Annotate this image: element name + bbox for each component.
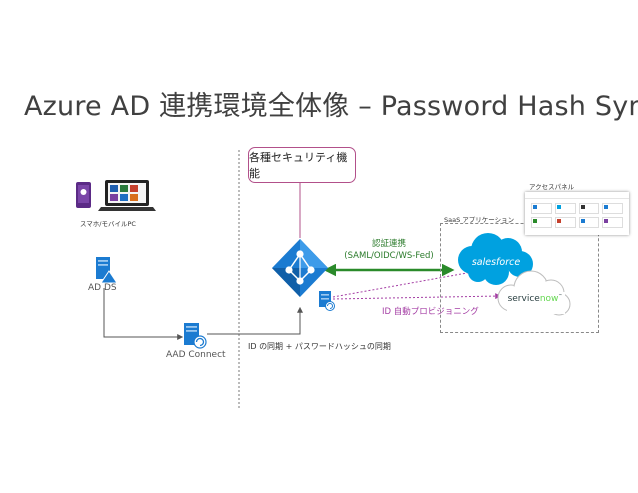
provisioning-server-icon xyxy=(319,291,335,311)
adds-to-connect-line xyxy=(103,288,184,340)
aad-connect-label: AAD Connect xyxy=(166,350,226,360)
ad-ds-server-icon xyxy=(96,257,118,284)
aad-connect-server-icon xyxy=(184,323,207,349)
auth-label-line2: (SAML/OIDC/WS-Fed) xyxy=(344,251,434,261)
azure-ad-icon xyxy=(272,239,328,297)
salesforce-text: salesforce xyxy=(472,257,520,268)
saas-container xyxy=(440,223,599,333)
portal-app-grid xyxy=(525,199,629,232)
devices-label: スマホ/モバイルPC xyxy=(80,220,136,228)
saas-label: SaaS アプリケーション xyxy=(444,216,515,224)
security-features-box: 各種セキュリティ機能 xyxy=(248,147,356,183)
portal-tile xyxy=(578,217,600,228)
provisioning-arrow-salesforce xyxy=(332,268,480,298)
portal-tile xyxy=(554,203,576,214)
portal-label: アクセスパネル xyxy=(529,183,575,191)
access-panel-screenshot xyxy=(525,192,629,235)
connect-to-azuread-line xyxy=(207,306,303,335)
portal-tile xyxy=(531,217,552,228)
auth-label-line1: 認証連携 xyxy=(371,239,406,249)
provisioning-label: ID 自動プロビジョニング xyxy=(382,307,479,317)
servicenow-text: servicenow™ xyxy=(508,293,563,304)
mobile-phone-icon xyxy=(76,182,91,208)
portal-tile xyxy=(578,203,600,214)
salesforce-logo: salesforce xyxy=(458,233,533,285)
auth-label: 認証連携 (SAML/OIDC/WS-Fed) xyxy=(330,238,448,262)
page-title: Azure AD 連携環境全体像 – Password Hash Sync xyxy=(24,91,638,122)
servicenow-logo: servicenow™ xyxy=(497,270,571,316)
portal-header xyxy=(525,192,629,199)
portal-tile xyxy=(531,203,552,214)
sync-label: ID の同期 + パスワードハッシュの同期 xyxy=(248,342,391,351)
portal-tile xyxy=(602,203,623,214)
laptop-icon xyxy=(98,180,156,211)
ad-ds-label: AD DS xyxy=(88,283,117,293)
portal-tile xyxy=(602,217,623,228)
portal-tile xyxy=(554,217,576,228)
